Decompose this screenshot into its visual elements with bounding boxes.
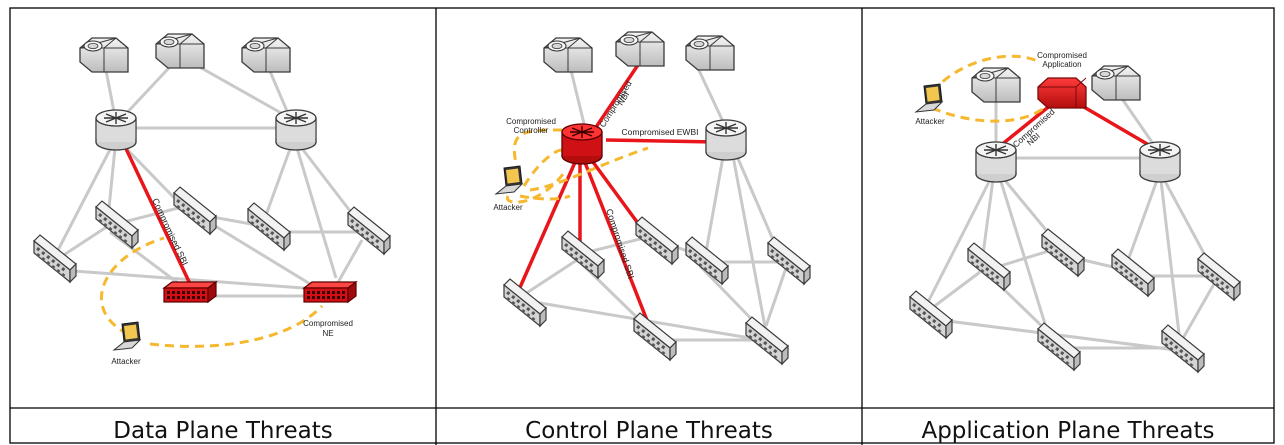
network-links <box>49 54 364 298</box>
label-compromised-sbi: Compromised SBI <box>604 208 636 281</box>
caption-data-plane: Data Plane Threats <box>113 418 332 444</box>
label-compromised-controller-1: Compromised <box>506 117 556 126</box>
compromised-switch-icon <box>163 281 217 303</box>
caption-control-plane: Control Plane Threats <box>525 418 773 444</box>
router-icon <box>705 119 747 161</box>
attack-path <box>100 236 324 348</box>
app-server-icon <box>155 33 205 69</box>
switch-icon <box>1111 248 1155 297</box>
label-compromised-ne-2: NE <box>322 329 333 338</box>
switch-icon <box>33 234 77 283</box>
laptop-icon <box>915 83 943 113</box>
router-icon <box>1139 141 1181 183</box>
router-icon <box>975 141 1017 183</box>
switch-icon <box>1161 324 1205 373</box>
label-compromised-ne-1: Compromised <box>303 319 353 328</box>
table-frame <box>9 7 1275 445</box>
label-attacker: Attacker <box>915 117 945 126</box>
compromised-application-icon <box>1037 77 1087 109</box>
switch-icon <box>633 312 677 361</box>
switch-icon <box>1041 228 1085 277</box>
label-attacker: Attacker <box>493 203 523 212</box>
compromised-links <box>516 61 717 329</box>
panel-control-plane: Compromised Controller Compromised NBI C… <box>493 31 811 444</box>
router-icon <box>275 109 317 151</box>
switch-icon <box>767 236 811 285</box>
compromised-controller-icon <box>561 123 603 165</box>
app-server-icon <box>79 37 129 73</box>
label-compromised-ewbi: Compromised EWBI <box>622 127 699 137</box>
app-server-icon <box>685 35 735 71</box>
panel-application-plane: Compromised Application Compromised NBI … <box>909 51 1241 444</box>
laptop-icon <box>113 321 141 351</box>
compromised-sbi-link <box>118 135 194 289</box>
network-links <box>521 57 788 342</box>
switch-icon <box>95 200 139 249</box>
app-server-icon <box>543 37 593 73</box>
switch-icon <box>561 230 605 279</box>
label-compromised-nbi-1: Compromised <box>597 79 634 129</box>
label-compromised-application-2: Application <box>1042 60 1081 69</box>
laptop-icon <box>495 165 523 195</box>
switch-icon <box>347 206 391 255</box>
switch-icon <box>1037 322 1081 371</box>
panel-data-plane: Compromised SBI Compromised NE Attacker … <box>33 33 391 444</box>
label-compromised-controller-2: Controller <box>514 126 549 135</box>
attack-path <box>930 54 1050 123</box>
switch-icon <box>635 216 679 265</box>
app-server-icon <box>241 37 291 73</box>
compromised-ne-icon <box>303 281 357 303</box>
router-icon <box>95 109 137 151</box>
caption-application-plane: Application Plane Threats <box>921 418 1214 444</box>
attack-paths <box>505 128 649 204</box>
label-attacker: Attacker <box>111 357 141 366</box>
network-links <box>922 89 1216 352</box>
label-compromised-application-1: Compromised <box>1037 51 1087 60</box>
switch-icon <box>1197 252 1241 301</box>
app-server-icon <box>615 31 665 67</box>
switch-icon <box>967 242 1011 291</box>
switch-icon <box>173 186 217 235</box>
app-server-icon <box>971 67 1021 103</box>
app-server-icon <box>1091 65 1141 101</box>
